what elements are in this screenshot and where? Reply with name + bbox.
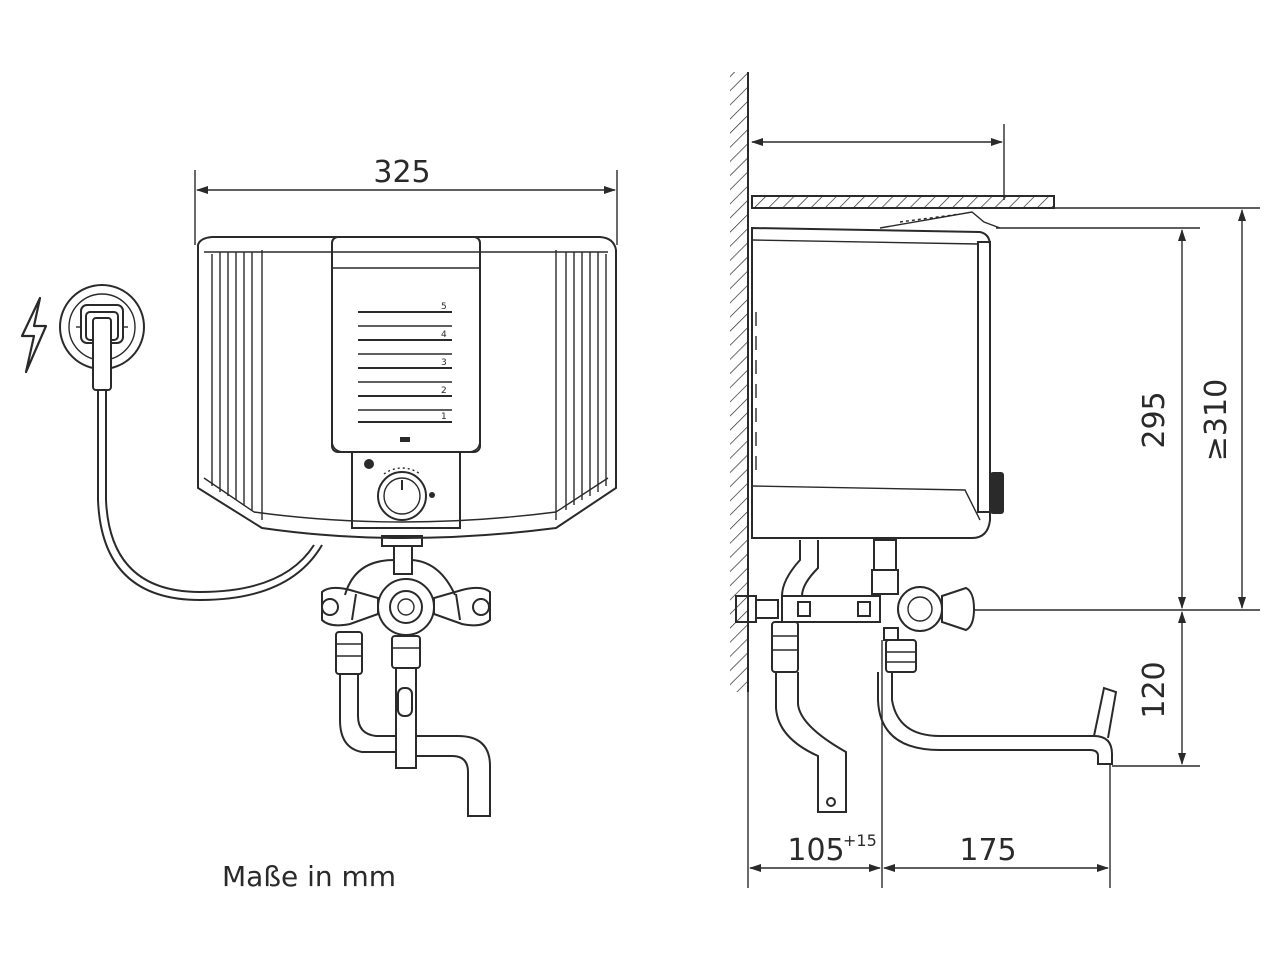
mounting-bracket [751,195,1055,229]
height-dimension: 295 [974,227,1260,611]
inlet-pipe-front [339,674,396,753]
left-ribs [211,250,263,520]
mixer-fitting-front [321,535,491,675]
scale-mark-1: 1 [441,412,447,422]
spout-front [395,667,491,817]
width-dimension: 325 [194,155,618,245]
right-ribs [555,250,607,520]
height-label: 295 [1137,391,1172,448]
mixer-fitting-side [735,539,976,673]
width-label: 325 [373,155,430,190]
lightning-bolt-icon [20,296,48,374]
total-height-label: ≥310 [1199,379,1234,461]
wall-offset-dimension: 105 +15 [747,640,883,888]
wall [730,72,749,692]
spout-reach-dimension: 175 [883,764,1111,888]
knob-side [990,472,1004,514]
scale-mark-5: 5 [441,302,447,312]
temperature-knob [377,471,427,521]
units-note: Maße in mm [222,860,396,893]
scale-mark-4: 4 [441,330,447,340]
spout-side [877,672,1118,765]
wall-offset-tolerance: +15 [843,831,877,850]
heater-body-side [751,226,1004,539]
tap-drop-dimension: 120 [1112,611,1200,767]
tap-drop-label: 120 [1137,661,1172,718]
power-socket [59,284,145,391]
heater-body-front: 5 4 3 2 1 [197,236,617,539]
spout-reach-label: 175 [959,833,1016,868]
indicator-lamp [364,459,374,469]
level-scale: 5 4 3 2 1 [358,302,452,423]
logo-mark [400,437,410,442]
front-view: 3 2 5 [20,155,618,893]
power-cable [97,390,323,602]
level-window: 5 4 3 2 1 [331,236,481,453]
scale-mark-2: 2 [441,386,447,396]
inlet-pipe-side [771,540,847,813]
scale-mark-3: 3 [441,358,447,368]
depth-dimension [751,124,1005,200]
side-view: 295 ≥310 120 105 +15 175 [730,72,1260,888]
wall-offset-label: 105 [787,833,844,868]
control-panel [351,451,461,529]
total-height-dimension: ≥310 [1054,207,1260,609]
